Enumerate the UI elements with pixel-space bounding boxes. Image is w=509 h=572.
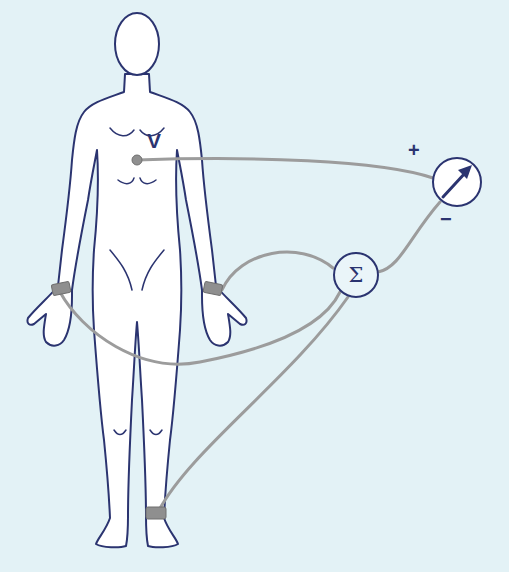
sum-to-meter-wire [378, 202, 440, 272]
hip-line [110, 250, 132, 290]
polarity-sign: − [440, 209, 452, 229]
meter-needle [443, 172, 466, 197]
hip-line [142, 250, 164, 290]
summing-node: Σ [333, 252, 379, 298]
electrode-label: V [147, 130, 161, 151]
voltmeter-symbol [433, 158, 481, 206]
right-arm-lead-wire [222, 252, 333, 290]
chest-lead-wire [137, 159, 433, 178]
left-arm-lead-wire [60, 292, 340, 364]
wrist-electrode [203, 281, 223, 296]
meter-circle [433, 158, 481, 206]
human-figure [27, 13, 246, 547]
leg-lead-wire [158, 297, 348, 512]
abdomen-line [118, 178, 134, 184]
chest-electrode [132, 155, 142, 165]
polarity-sign: + [408, 140, 420, 160]
meter-arrowhead [458, 165, 472, 179]
body-contours [110, 128, 164, 435]
abdomen-line [140, 178, 156, 184]
wrist-electrode [51, 281, 71, 296]
chest-line [110, 128, 134, 136]
ankle-electrode [146, 507, 166, 519]
lead-wires [60, 159, 440, 512]
knee-line [114, 430, 126, 435]
knee-line [150, 430, 162, 435]
electrodes [51, 155, 223, 519]
node-text: Σ [349, 265, 364, 286]
